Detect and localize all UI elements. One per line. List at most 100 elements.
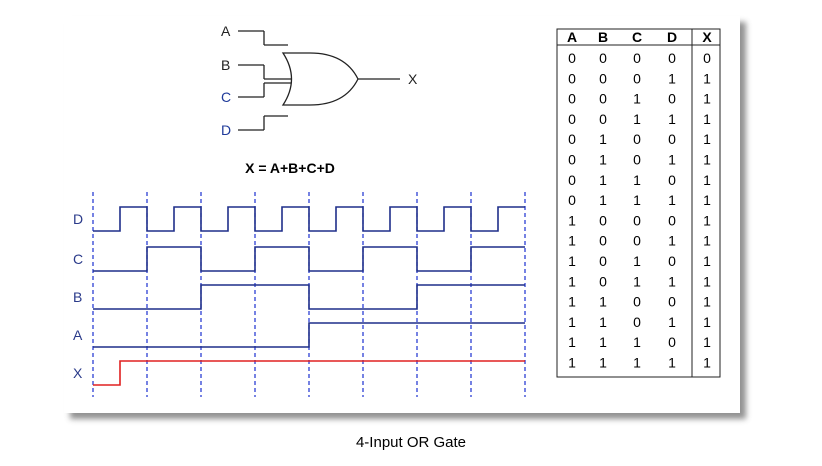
waveform-b: [93, 284, 525, 310]
truth-table-cell: 0: [568, 172, 576, 188]
equation: X = A+B+C+D: [245, 160, 335, 176]
truth-table-cell: 1: [633, 192, 641, 208]
truth-table-cell: 1: [703, 70, 711, 86]
truth-table-cell: 0: [668, 50, 676, 66]
truth-table-cell: 0: [633, 70, 641, 86]
truth-table-cell: 0: [633, 50, 641, 66]
truth-table-cell: 0: [599, 91, 607, 107]
timing-grid: [92, 192, 526, 397]
truth-table-cell: 1: [568, 355, 576, 371]
truth-table-cell: 1: [703, 131, 711, 147]
truth-table-cell: 1: [668, 233, 676, 249]
truth-table-cell: 1: [633, 355, 641, 371]
gate-input-label-c: C: [221, 89, 231, 105]
truth-table-cell: 0: [633, 152, 641, 168]
truth-table-cell: 0: [568, 111, 576, 127]
waveform-a: [93, 322, 525, 348]
truth-table-cell: 0: [668, 91, 676, 107]
truth-table-cell: 1: [703, 152, 711, 168]
truth-table-cell: 1: [703, 253, 711, 269]
truth-table-cell: 0: [703, 50, 711, 66]
waveform-x: [93, 360, 525, 386]
truth-table-cell: 1: [703, 334, 711, 350]
truth-table-cell: 1: [568, 253, 576, 269]
truth-table-cell: 1: [668, 355, 676, 371]
truth-table-cell: 0: [633, 314, 641, 330]
truth-table-cell: 1: [568, 233, 576, 249]
truth-table-cell: 1: [668, 314, 676, 330]
truth-table-cell: 0: [568, 50, 576, 66]
truth-table-cell: 0: [668, 172, 676, 188]
truth-table-cell: 1: [703, 233, 711, 249]
truth-table-cell: 1: [568, 212, 576, 228]
truth-table-cell: 1: [599, 314, 607, 330]
or-gate-symbol: X X = A+B+C+D: [245, 52, 418, 176]
truth-table-cell: 1: [568, 314, 576, 330]
truth-table-cell: 1: [599, 355, 607, 371]
truth-table-cell: 0: [633, 294, 641, 310]
truth-table-header-a: A: [567, 29, 577, 45]
truth-table-cell: 0: [599, 70, 607, 86]
truth-table-border: [556, 28, 721, 378]
truth-table-header-x: X: [702, 29, 712, 45]
truth-table-cell: 1: [668, 70, 676, 86]
truth-table-cell: 0: [633, 131, 641, 147]
truth-table-cell: 1: [668, 152, 676, 168]
truth-table-cell: 0: [668, 294, 676, 310]
truth-table-cell: 1: [703, 91, 711, 107]
or-gate-body: [281, 52, 359, 106]
truth-table-cell: 1: [703, 273, 711, 289]
truth-table-cell: 0: [599, 50, 607, 66]
truth-table: A B C D X 0 0 0 0 0 0 0 0 1 1 0 0 1 0 1 0 0 1 1 1 0 1 0 0 1 0 1 0 1 1 0 1 1 0 1…: [556, 28, 721, 378]
truth-table-cell: 1: [599, 294, 607, 310]
truth-table-cell: 1: [568, 294, 576, 310]
truth-table-cell: 1: [703, 172, 711, 188]
truth-table-cell: 0: [599, 273, 607, 289]
truth-table-cell: 0: [568, 131, 576, 147]
truth-table-cell: 1: [633, 111, 641, 127]
truth-table-cell: 1: [703, 212, 711, 228]
figure-caption: 4-Input OR Gate: [355, 434, 467, 451]
truth-table-cell: 0: [668, 131, 676, 147]
gate-input-label-d: D: [221, 122, 231, 138]
truth-table-cell: 1: [568, 273, 576, 289]
truth-table-cell: 1: [633, 91, 641, 107]
truth-table-cell: 1: [599, 334, 607, 350]
truth-table-cell: 0: [668, 253, 676, 269]
truth-table-cell: 1: [668, 111, 676, 127]
truth-table-cell: 1: [599, 172, 607, 188]
truth-table-cell: 1: [668, 273, 676, 289]
output-label: X: [408, 71, 418, 87]
truth-table-header-d: D: [667, 29, 677, 45]
signal-label-c: C: [73, 251, 83, 267]
truth-table-cell: 1: [703, 294, 711, 310]
truth-table-cell: 0: [633, 233, 641, 249]
signal-label-b: B: [73, 289, 82, 305]
truth-table-cell: 0: [599, 253, 607, 269]
truth-table-cells: A B C D X 0 0 0 0 0 0 0 0 1 1 0 0 1 0 1 0 0 1 1 1 0 1 0 0 1 0 1 0 1 1 0 1 1 0 1…: [567, 29, 712, 371]
signal-label-x: X: [73, 365, 83, 381]
truth-table-cell: 0: [668, 212, 676, 228]
truth-table-cell: 1: [599, 131, 607, 147]
truth-table-header-b: B: [598, 29, 608, 45]
truth-table-cell: 0: [599, 233, 607, 249]
truth-table-cell: 1: [703, 314, 711, 330]
truth-table-cell: 0: [568, 70, 576, 86]
waveform-c: [93, 246, 525, 272]
waveform-d: [93, 206, 525, 232]
truth-table-cell: 1: [703, 192, 711, 208]
truth-table-cell: 1: [568, 334, 576, 350]
truth-table-cell: 0: [633, 212, 641, 228]
gate-input-label-b: B: [221, 57, 230, 73]
truth-table-cell: 0: [599, 111, 607, 127]
truth-table-cell: 1: [599, 192, 607, 208]
truth-table-header-c: C: [632, 29, 642, 45]
truth-table-cell: 1: [599, 152, 607, 168]
truth-table-cell: 0: [568, 152, 576, 168]
truth-table-cell: 1: [703, 355, 711, 371]
signal-label-a: A: [73, 327, 83, 343]
